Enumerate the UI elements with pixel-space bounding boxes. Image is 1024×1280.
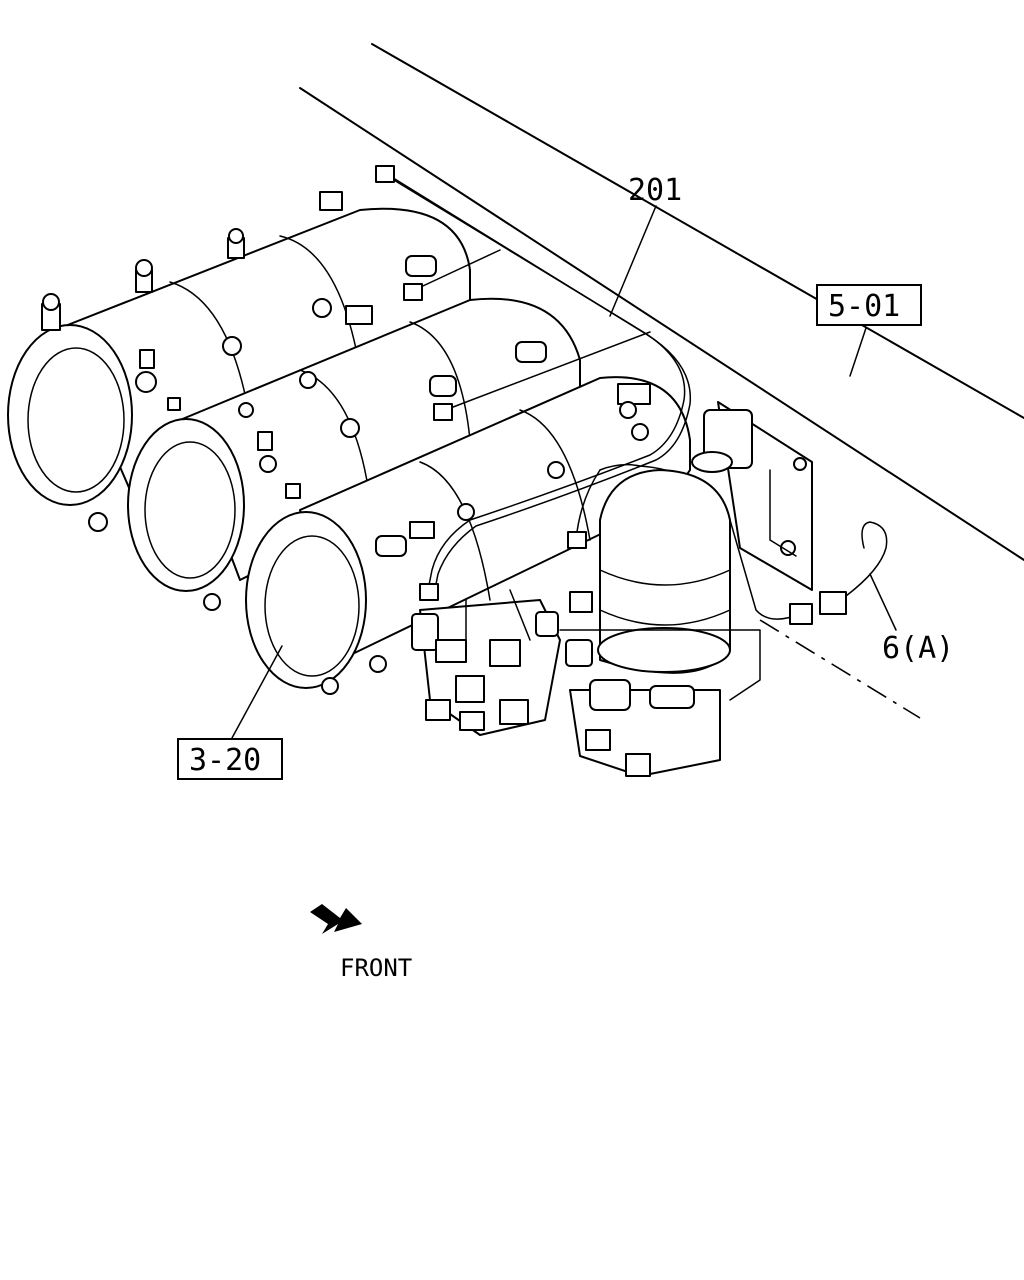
mounting-bracket [691,401,813,591]
callout-tank-ref-box: 3-20 [177,738,283,780]
callout-harness: 201 [628,173,682,208]
front-arrow-icon [310,904,362,934]
callout-tank-ref: 3-20 [189,743,261,778]
air-tank-2 [127,297,581,611]
air-dryer [559,469,761,777]
leader-lines [231,205,897,739]
front-label: FRONT [340,954,412,982]
callout-connector: 6(A) [882,631,954,666]
frame-rail [299,43,1024,719]
valve-assembly [411,589,593,736]
air-tank-1 [7,191,471,532]
callout-frame-ref: 5-01 [828,289,900,324]
callout-frame-ref-box: 5-01 [816,284,922,326]
air-tank-3 [245,376,691,695]
